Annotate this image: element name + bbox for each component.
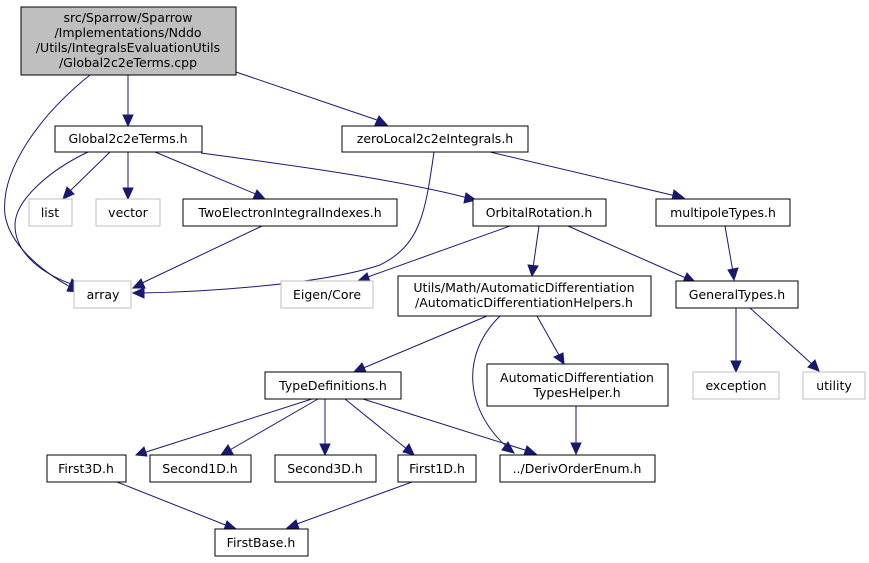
- node-label-line: TypesHelper.h: [532, 385, 620, 400]
- node-label: GeneralTypes.h: [689, 287, 785, 302]
- edge-multipoletypes-to-generaltypes: [724, 225, 739, 282]
- node-label: multipoleTypes.h: [670, 205, 776, 220]
- node-second3d-h[interactable]: Second3D.h: [274, 454, 377, 483]
- edge-root-to-zerolocal-h: [235, 71, 389, 126]
- node-label-line: src/Sparrow/Sparrow: [63, 10, 192, 25]
- node-label: TwoElectronIntegralIndexes.h: [197, 205, 381, 220]
- edge-generaltypes-to-utility: [749, 307, 820, 372]
- node-label: Second1D.h: [162, 461, 237, 476]
- edge-adhelpers-to-typeshelper: [536, 315, 565, 366]
- node-firstbase-h[interactable]: FirstBase.h: [214, 528, 309, 557]
- node-automaticdifferentiationtypeshelper-h[interactable]: AutomaticDifferentiation TypesHelper.h: [486, 363, 669, 407]
- node-label: utility: [816, 378, 852, 393]
- node-label: OrbitalRotation.h: [486, 205, 593, 220]
- node-label: Eigen/Core: [293, 287, 361, 302]
- edge-adhelpers-to-typedefinitions: [352, 315, 488, 373]
- node-utility: utility: [802, 371, 866, 400]
- edge-orbitalrotation-to-eigen: [356, 225, 511, 283]
- node-label-line: /AutomaticDifferentiationHelpers.h: [415, 295, 633, 310]
- node-label-line: /Global2c2eTerms.cpp: [59, 55, 197, 70]
- edge-typedefinitions-to-first1d: [344, 398, 415, 456]
- node-global2c2eterms-h[interactable]: Global2c2eTerms.h: [54, 125, 203, 153]
- edge-orbitalrotation-to-generaltypes: [567, 225, 697, 283]
- node-eigen-core: Eigen/Core: [280, 280, 374, 309]
- node-zerolocal2c2eintegrals-h[interactable]: zeroLocal2c2eIntegrals.h: [341, 125, 529, 153]
- edge-global2c2eterms-to-list: [62, 151, 111, 200]
- node-label: zeroLocal2c2eIntegrals.h: [357, 131, 513, 146]
- node-exception: exception: [692, 371, 780, 400]
- node-derivorderenum-h[interactable]: ../DerivOrderEnum.h: [499, 454, 656, 483]
- edge-global2c2eterms-to-orbitalrotation: [200, 152, 478, 204]
- edge-global2c2eterms-to-vector: [122, 152, 134, 201]
- node-global2c2eterms-cpp: src/Sparrow/Sparrow /Implementations/Ndd…: [20, 6, 237, 76]
- edge-orbitalrotation-to-adhelpers: [527, 225, 540, 278]
- edge-typedefinitions-to-derivorderenum: [362, 398, 538, 456]
- node-orbitalrotation-h[interactable]: OrbitalRotation.h: [472, 198, 607, 227]
- node-label: FirstBase.h: [227, 535, 296, 550]
- node-label: ../DerivOrderEnum.h: [513, 461, 642, 476]
- node-label: TypeDefinitions.h: [278, 378, 387, 393]
- node-typedefinitions-h[interactable]: TypeDefinitions.h: [264, 371, 402, 400]
- node-label: First1D.h: [409, 461, 465, 476]
- edge-first3d-to-firstbase: [116, 481, 238, 531]
- edge-first1d-to-firstbase: [285, 481, 413, 530]
- node-second1d-h[interactable]: Second1D.h: [149, 454, 252, 483]
- node-label: list: [41, 205, 59, 220]
- node-first1d-h[interactable]: First1D.h: [397, 454, 477, 483]
- node-automaticdifferentiationhelpers-h[interactable]: Utils/Math/AutomaticDifferentiation /Aut…: [397, 275, 652, 317]
- edge-typeshelper-to-derivorderenum: [570, 406, 582, 456]
- node-generaltypes-h[interactable]: GeneralTypes.h: [675, 280, 799, 309]
- node-label-line: AutomaticDifferentiation: [500, 370, 654, 385]
- node-list: list: [28, 198, 73, 227]
- node-label: Global2c2eTerms.h: [68, 131, 187, 146]
- edge-zerolocal-to-array: [131, 151, 435, 299]
- node-first3d-h[interactable]: First3D.h: [46, 454, 127, 483]
- node-array: array: [73, 280, 132, 309]
- graph-nodes: src/Sparrow/Sparrow /Implementations/Ndd…: [20, 6, 866, 557]
- edge-typedefinitions-to-second1d: [219, 398, 319, 456]
- node-twoelectronintegralindexes-h[interactable]: TwoElectronIntegralIndexes.h: [182, 198, 398, 227]
- node-label: Second3D.h: [287, 461, 362, 476]
- node-label-line: Utils/Math/AutomaticDifferentiation: [413, 280, 634, 295]
- edge-typedefinitions-to-first3d: [134, 398, 313, 457]
- edge-generaltypes-to-exception: [730, 308, 742, 374]
- node-multipoletypes-h[interactable]: multipoleTypes.h: [655, 198, 791, 227]
- edge-root-to-global2c2eterms-h: [122, 75, 134, 128]
- node-vector: vector: [95, 198, 161, 227]
- edge-zerolocal-to-multipoletypes: [489, 151, 686, 201]
- node-label: exception: [705, 378, 766, 393]
- node-label-line: /Utils/IntegralsEvaluationUtils: [36, 40, 220, 55]
- edge-adhelpers-to-derivorderenum: [472, 315, 515, 454]
- graph-edges: [4, 71, 820, 531]
- node-label-line: /Implementations/Nddo: [54, 25, 201, 40]
- edge-typedefinitions-to-second3d: [319, 399, 331, 457]
- node-label: array: [87, 287, 120, 302]
- edge-teii-to-array: [131, 225, 263, 289]
- node-label: First3D.h: [58, 461, 114, 476]
- node-label: vector: [108, 205, 149, 220]
